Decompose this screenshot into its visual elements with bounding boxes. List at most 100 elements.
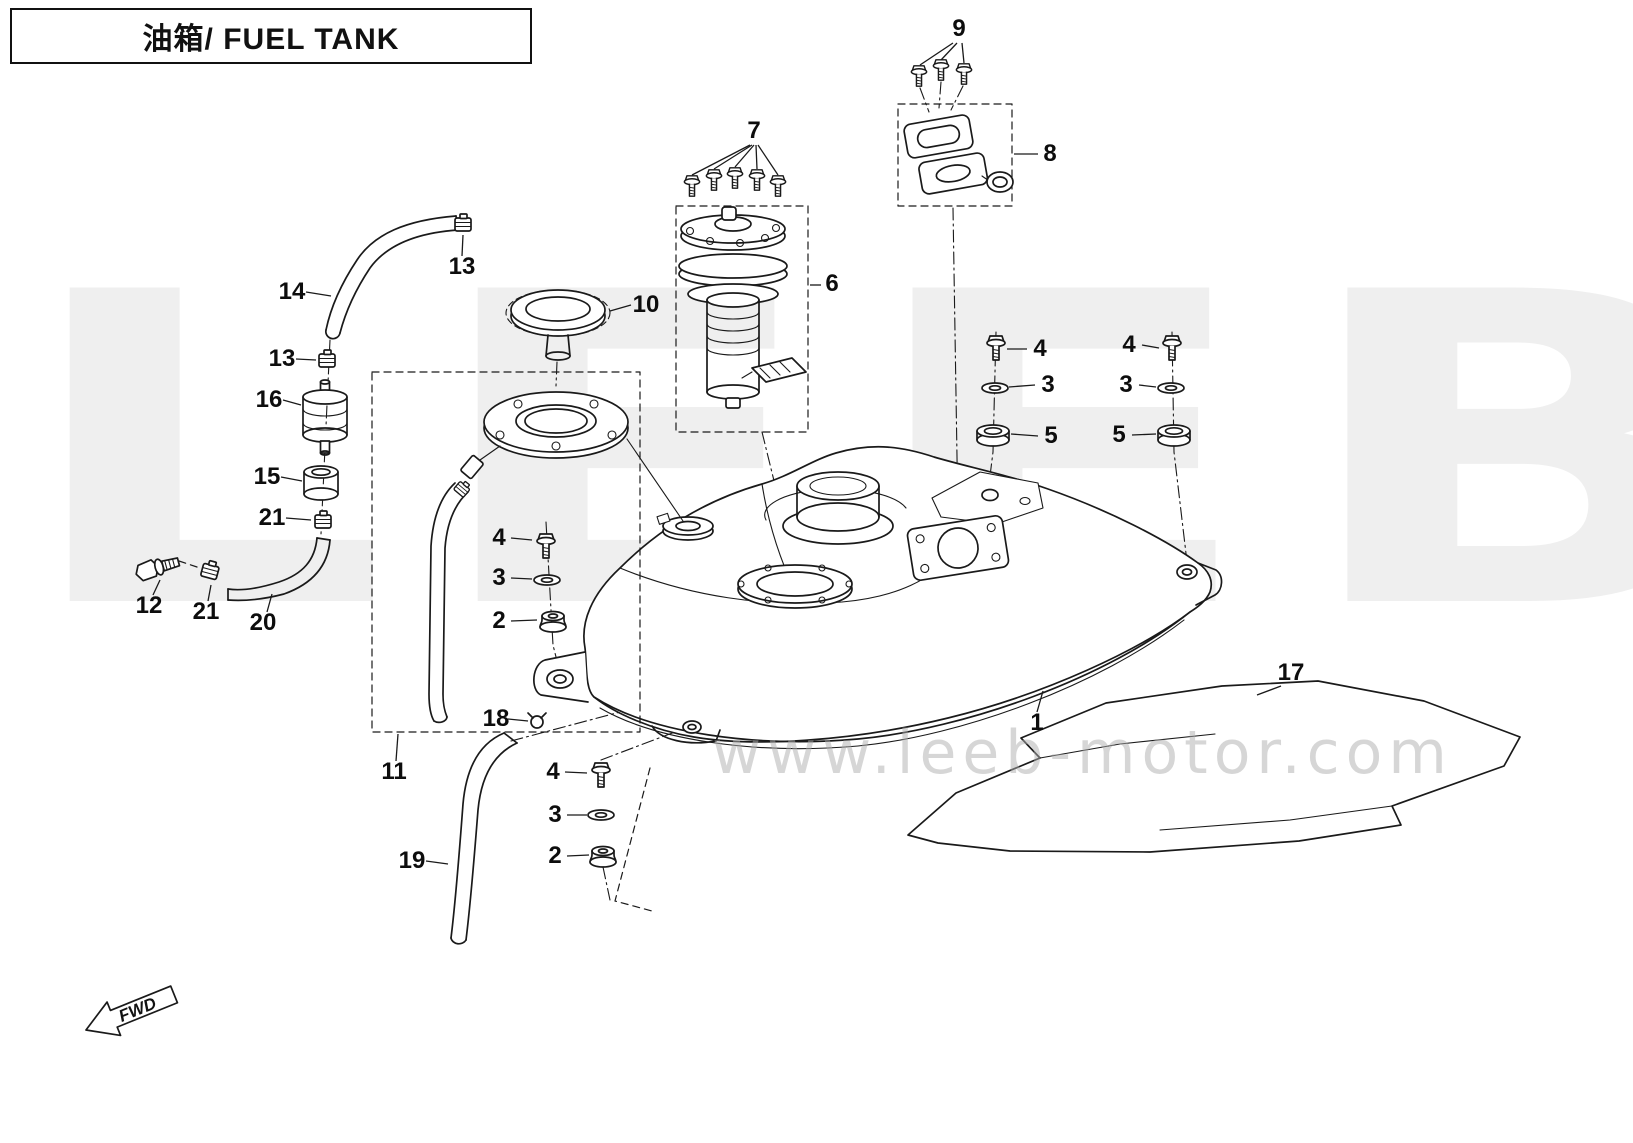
callout-19: 19 [399, 847, 426, 874]
callout-11: 11 [381, 758, 406, 785]
callout-14: 14 [279, 278, 306, 305]
leader-line-2 [510, 619, 538, 622]
fuel-filter [302, 379, 348, 456]
callout-13: 13 [269, 345, 296, 372]
hose-clamp-13-top-icon [454, 213, 472, 232]
grommet-2-icon [539, 610, 567, 633]
callout-7: 7 [747, 117, 760, 144]
leader-line-9 [919, 42, 954, 66]
bolt-4-icon [986, 335, 1006, 361]
leader-line-1 [1036, 690, 1044, 713]
leader-line-21 [285, 517, 312, 521]
breather-hose [318, 213, 472, 368]
washer-3-icon [533, 574, 561, 586]
callout-8: 8 [1043, 140, 1056, 167]
outlet-hose [227, 537, 331, 602]
callout-12: 12 [136, 592, 163, 619]
leader-line-7 [713, 144, 753, 170]
assembly-boundary-box-6 [675, 205, 809, 433]
tube-clamp-icon [452, 478, 473, 499]
spacer-sleeve [303, 465, 339, 501]
leader-line-3 [1008, 384, 1036, 388]
fuel-valve-fitting [135, 557, 181, 582]
callout-6: 6 [825, 270, 838, 297]
collar-5-icon [1157, 424, 1191, 447]
hose-clamp-21-lower-icon [199, 558, 222, 581]
callout-1: 1 [1030, 709, 1043, 736]
spring-clip-18-icon [527, 712, 547, 729]
sender-mounting-plate [906, 514, 1010, 582]
fuel-pump-assembly [675, 167, 809, 433]
callout-3: 3 [1041, 371, 1054, 398]
leader-line-7 [755, 144, 758, 170]
callout-13: 13 [449, 253, 476, 280]
leader-line-9 [961, 42, 965, 64]
callout-16: 16 [256, 386, 283, 413]
collar-5-icon [976, 424, 1010, 447]
ring-link-line [626, 438, 684, 522]
fuel-cap [505, 289, 611, 361]
callout-4: 4 [1122, 331, 1136, 358]
leader-line-7 [691, 144, 751, 176]
pump-mounting-ring [737, 564, 853, 609]
bolt-4-icon [536, 533, 556, 559]
leader-line-21 [207, 584, 212, 602]
leader-line-14 [305, 291, 332, 297]
fwd-label: FWD [116, 994, 159, 1026]
hose-clamp-21-icon [314, 510, 332, 529]
callout-10: 10 [633, 291, 660, 318]
leader-line-16 [282, 399, 302, 406]
callout-3: 3 [548, 801, 561, 828]
callout-9: 9 [952, 15, 965, 42]
washer-3-icon [587, 809, 615, 821]
callout-4: 4 [546, 758, 560, 785]
page-title: 油箱/ FUEL TANK [142, 23, 400, 56]
bolt-4-icon [1162, 335, 1182, 361]
callout-17: 17 [1278, 659, 1305, 686]
leader-line-3 [510, 577, 533, 580]
callout-4: 4 [1033, 335, 1047, 362]
leader-line-2 [566, 854, 590, 857]
leader-line-15 [280, 476, 303, 482]
grommet-2-icon [589, 845, 617, 868]
fuel-tank-body [533, 445, 1223, 750]
callout-15: 15 [254, 463, 281, 490]
leader-line-17 [1256, 685, 1282, 696]
leader-line-5 [1131, 433, 1157, 436]
pump-screws [683, 167, 787, 197]
leader-line-10 [609, 304, 632, 312]
leader-line-4 [1141, 344, 1160, 349]
leader-line-4 [564, 771, 588, 774]
washer-3-icon [1157, 382, 1185, 394]
callout-3: 3 [1119, 371, 1132, 398]
bolt-4-icon [591, 762, 611, 788]
title-box: 油箱/ FUEL TANK [10, 8, 532, 64]
tank-bracket-assembly [897, 59, 1014, 207]
callout-21: 21 [259, 504, 286, 531]
leader-line-5 [1010, 433, 1039, 437]
leader-line-19 [425, 860, 449, 865]
leader-line-7 [734, 144, 755, 168]
callout-4: 4 [492, 524, 506, 551]
fwd-arrow: FWD [85, 985, 179, 1037]
callout-labels: 1234234435435678910111213131415161718192… [136, 15, 1305, 874]
leader-line-13 [461, 234, 464, 257]
callout-18: 18 [483, 705, 510, 732]
leader-line-4 [510, 537, 533, 541]
callout-5: 5 [1044, 422, 1057, 449]
leader-line-13 [295, 358, 317, 361]
assembly-boundary-box-11 [371, 371, 641, 733]
leader-line-20 [266, 593, 273, 613]
filler-ring-assembly [371, 371, 641, 733]
callout-20: 20 [250, 609, 277, 636]
heat-shield [907, 680, 1521, 853]
hose-clamp-13-icon [318, 349, 336, 368]
callout-21: 21 [193, 598, 220, 625]
leader-line-3 [1138, 384, 1157, 388]
leader-line-9 [940, 42, 958, 61]
callout-2: 2 [548, 842, 561, 869]
callout-3: 3 [492, 564, 505, 591]
callout-5: 5 [1112, 421, 1125, 448]
